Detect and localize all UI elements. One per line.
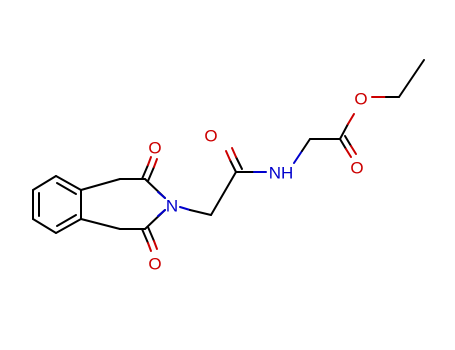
atom-o-imide-top: O — [148, 139, 161, 158]
bond — [80, 218, 121, 230]
bond — [157, 191, 166, 199]
glycine-ester — [293, 59, 425, 164]
bond — [157, 209, 166, 217]
bond — [147, 166, 155, 182]
bond — [231, 147, 237, 158]
carbonyl-bottom — [141, 226, 158, 252]
bond — [179, 206, 191, 211]
atom-nh-amide: NH — [269, 164, 294, 183]
bond — [147, 242, 152, 252]
bond — [147, 156, 152, 166]
bond — [56, 214, 77, 227]
atom-o-imide-bottom: O — [148, 255, 161, 274]
bond — [56, 182, 77, 195]
bond — [32, 218, 57, 234]
benzene-ring — [32, 175, 82, 234]
bond — [210, 171, 237, 216]
bond — [339, 138, 347, 150]
bond — [153, 240, 158, 250]
bond — [153, 158, 158, 168]
bond — [293, 150, 303, 164]
atom-n-imide: N — [166, 197, 178, 216]
bond — [55, 218, 82, 234]
atom-o-ester-ether: O — [354, 90, 367, 109]
bond — [339, 123, 349, 140]
bond — [225, 150, 231, 161]
amide-linker — [179, 147, 267, 216]
bond — [301, 138, 311, 152]
bond — [398, 59, 425, 98]
carbonyl-top — [141, 156, 158, 182]
bond — [141, 228, 149, 244]
imide-ring — [80, 178, 166, 230]
bond — [55, 175, 82, 191]
bond — [32, 175, 57, 191]
bond — [147, 226, 155, 242]
bond — [350, 145, 357, 155]
bond — [344, 135, 352, 147]
bond — [345, 148, 352, 158]
bond — [229, 159, 237, 173]
bond — [235, 156, 243, 170]
atom-o-amide: O — [204, 127, 217, 146]
bond — [141, 164, 149, 180]
bond — [189, 209, 212, 216]
bond — [80, 178, 121, 191]
atom-o-ester-carbonyl: O — [350, 159, 363, 178]
bond — [347, 113, 355, 125]
